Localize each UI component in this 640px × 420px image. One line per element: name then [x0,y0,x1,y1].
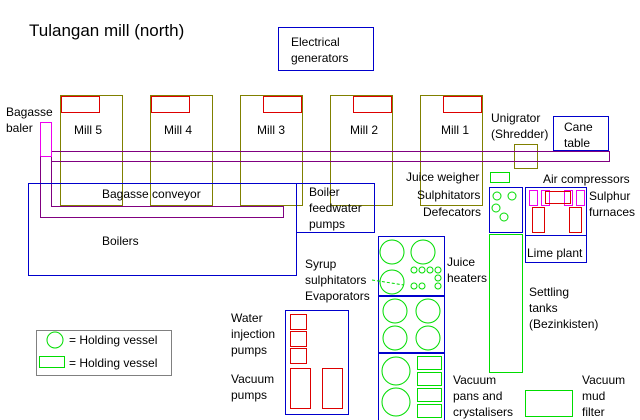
mill-3 [240,95,303,206]
boilers-label: Boilers [102,234,139,248]
crystaliser [417,388,442,402]
pumps-box [285,310,349,415]
lime-tank [532,207,545,233]
water-injection-pump [290,314,307,330]
crystaliser [417,372,442,386]
sulphur-furnace [541,190,550,206]
mill-1 [420,95,483,206]
settling-tanks-label: Settling tanks (Bezinkisten) [529,285,599,331]
defecator-vessel [491,203,501,213]
mill-5-label: Mill 5 [74,123,103,137]
evaporator-vessel [382,298,408,324]
mill-4 [150,95,213,206]
vacuum-pump [290,368,311,409]
lime-tank [569,207,582,233]
bagasse-baler-label: Bagasse baler [6,105,53,135]
cane-table-box [553,116,609,151]
legend-rect-icon [39,356,65,368]
water-injection-pumps-label: Water injection pumps [231,311,276,357]
mill-2 [330,95,393,206]
sulphitators-label: Sulphitators [417,188,481,202]
bagasse-conveyor-label: Bagasse conveyor [102,187,201,201]
syrup-sulphitator-pipe [371,279,405,286]
cane-table-label: Cane table [564,120,593,150]
mill-4-label: Mill 4 [164,123,193,137]
crystaliser [417,356,442,370]
juice-weigher-box [490,172,510,183]
water-injection-pump [290,348,307,364]
vacuum-pump [322,368,343,409]
sulphur-furnaces-label: Sulphur furnaces [589,189,636,219]
air-compressors-label: Air compressors [543,172,630,186]
evaporator-vessel [382,325,408,351]
juice-heaters-box [378,236,445,296]
sulphur-furnace [576,190,585,206]
vacuum-mud-filter-label: Vacuum mud filter [582,373,626,419]
sulphur-furnace [529,190,538,206]
lime-plant-box [525,187,587,263]
vacuum-pumps-label: Vacuum pumps [231,372,275,402]
bagasse-baler-box [40,122,52,157]
legend-label-rectangle: = Holding vessel [69,356,158,370]
mill-1-label: Mill 1 [441,123,470,137]
crystaliser [417,404,442,418]
mill-3-label: Mill 3 [257,123,286,137]
vacuum-pans-box [378,353,445,420]
vacuum-pan-vessel [381,356,411,386]
air-compressor [545,191,571,204]
evaporators-box [378,296,445,353]
legend-label-circle: = Holding vessel [69,333,158,347]
evaporator-vessel [415,325,441,351]
legend-circle-icon [46,331,64,349]
water-injection-pump [290,331,307,347]
boiler-feedwater-pumps-label: Boiler feedwater pumps [309,185,362,231]
juice-heater-vessel [410,239,436,265]
juice-heater-vessel [379,239,405,265]
lime-plant-label: Lime plant [527,246,583,260]
vacuum-pan-vessel [381,387,411,417]
evaporator-vessel [415,298,441,324]
defecator-vessel [499,212,509,222]
sulphitator-vessel [492,191,502,201]
evaporators-label: Evaporators [305,289,370,303]
mill-5 [60,95,123,206]
vacuum-pans-label: Vacuum pans and crystalisers [453,373,514,419]
boiler-feedwater-pumps-box [296,183,375,233]
juice-heaters-label: Juice heaters [447,255,488,285]
page-title: Tulangan mill (north) [29,21,185,40]
bagasse-conveyor-line [40,156,284,218]
mill-2-label: Mill 2 [350,123,379,137]
electrical-generators-box [278,27,374,71]
unigrator-box [514,144,538,169]
small-heater-vessels [410,266,442,290]
syrup-sulphitators-label: Syrup sulphitators [305,257,367,287]
vacuum-mud-filter-box [525,390,573,417]
legend-box [36,330,172,376]
sulphitators-defecators-box [489,187,523,233]
unigrator-label: Unigrator (Shredder) [491,111,549,141]
juice-weigher-label: Juice weigher [406,170,480,184]
electrical-generators-label: Electrical generators [291,35,349,65]
syrup-sulphitator-vessel [379,269,405,295]
sulphur-furnace [564,190,573,206]
settling-tanks-box [489,234,523,373]
sulphitator-vessel [507,191,517,201]
defecators-label: Defecators [423,205,482,219]
